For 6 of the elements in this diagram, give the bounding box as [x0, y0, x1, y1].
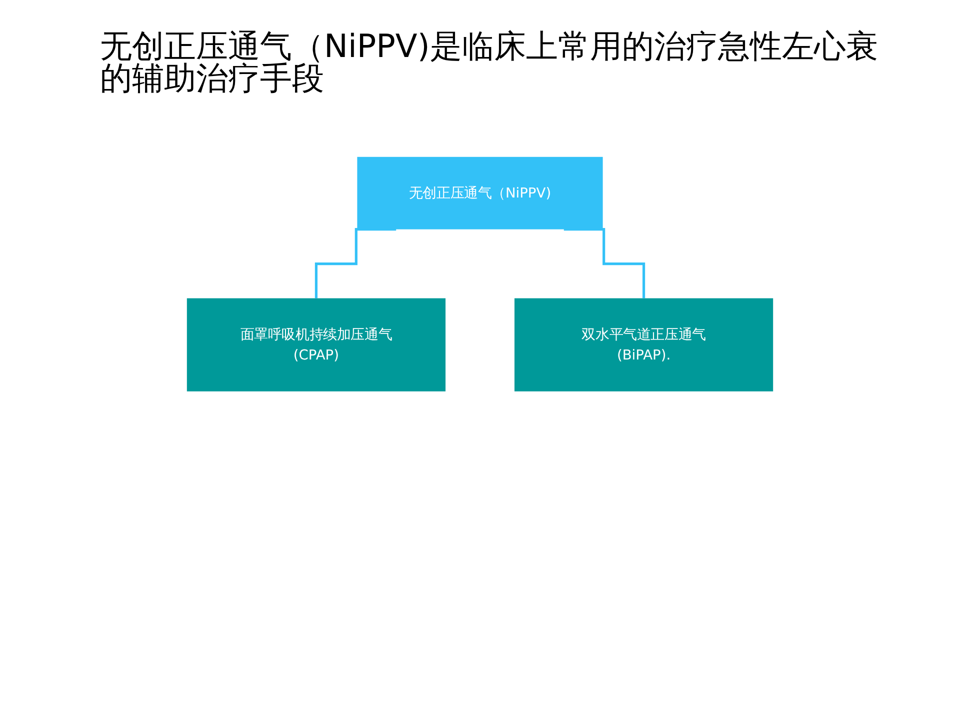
node-box: 双水平气道正压通气(BiPAP).: [514, 298, 774, 392]
connector: [314, 228, 396, 300]
node-box: 面罩呼吸机持续加压通气(CPAP): [186, 298, 446, 392]
node-box: 无创正压通气（NiPPV): [357, 156, 603, 230]
slide-title: 无创正压通气（NiPPV)是临床上常用的治疗急性左心衰的辅助治疗手段: [100, 30, 879, 94]
connector: [564, 228, 646, 300]
